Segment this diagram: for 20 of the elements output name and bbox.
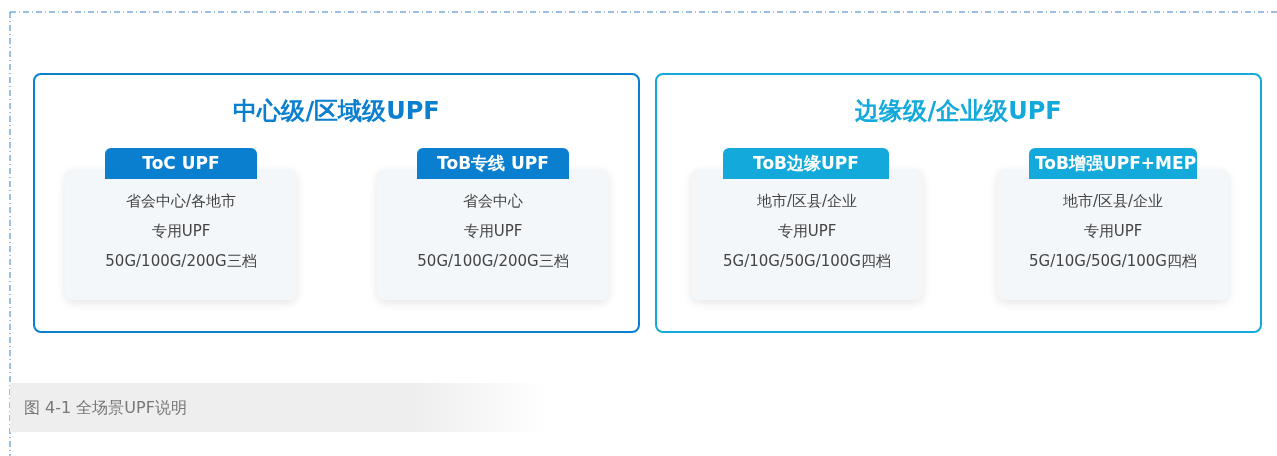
- card-header: ToB专线 UPF: [417, 148, 569, 179]
- panel-title: 中心级/区域级UPF: [232, 96, 441, 127]
- card-text: 专用UPF: [462, 222, 524, 241]
- group-panel: [33, 73, 640, 333]
- card-text: 50G/100G/200G三档: [104, 252, 258, 271]
- card-text: 省会中心: [462, 192, 524, 211]
- group-panel: [655, 73, 1262, 333]
- card-text: 地市/区县/企业: [1061, 192, 1165, 211]
- card-text: 50G/100G/200G三档: [416, 252, 570, 271]
- panel-title: 边缘级/企业级UPF: [854, 96, 1063, 127]
- card-header: ToB增强UPF+MEP: [1029, 148, 1197, 179]
- card-text: 5G/10G/50G/100G四档: [1028, 252, 1198, 271]
- card-text: 专用UPF: [776, 222, 838, 241]
- card-header: ToB边缘UPF: [723, 148, 889, 179]
- card-header: ToC UPF: [105, 148, 257, 179]
- card-text: 专用UPF: [150, 222, 212, 241]
- card-text: 5G/10G/50G/100G四档: [722, 252, 892, 271]
- card-text: 地市/区县/企业: [755, 192, 859, 211]
- card-text: 专用UPF: [1082, 222, 1144, 241]
- card-text: 省会中心/各地市: [124, 192, 238, 211]
